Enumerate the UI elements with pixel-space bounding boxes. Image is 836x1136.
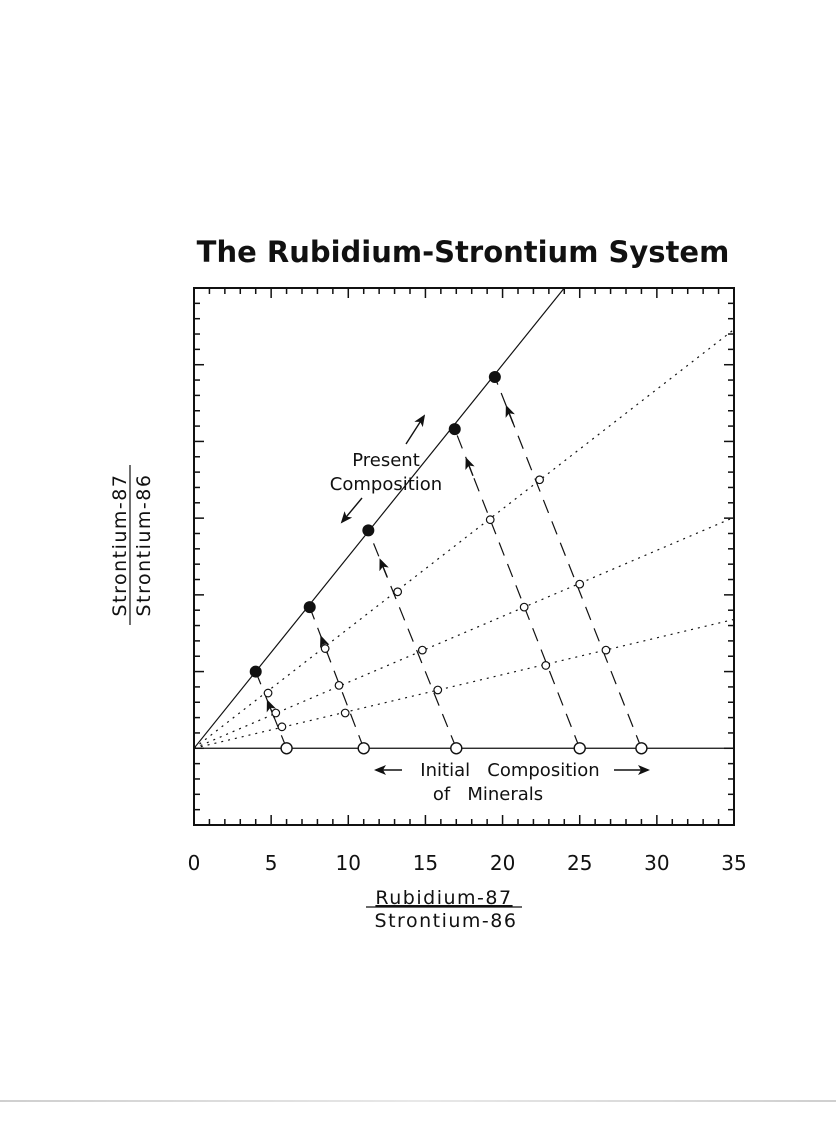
arrow-down-left [340,497,363,524]
x-axis-numerator: Rubidium-87 [375,887,512,909]
initial-composition-point [357,742,370,755]
evolution-path [255,671,288,749]
x-tick-labels: 0 5 10 15 20 25 30 35 [188,851,747,875]
isochron-line [194,328,734,749]
y-axis-denominator: Strontium-86 [133,474,155,617]
x-tick-label: 0 [188,851,201,875]
isochron-line [194,288,566,749]
initial-label-line-1: Initial Composition [420,760,599,781]
isochron-line [194,516,734,749]
intermediate-composition-point [535,475,544,485]
present-composition-point [249,665,262,678]
x-axis-label: Rubidium-87 Strontium-86 [366,887,522,932]
intermediate-composition-point [393,587,403,597]
evolution-path [454,428,581,749]
isochron-lines [194,288,734,749]
intermediate-composition-point [417,645,427,655]
axis-ticks [193,287,735,826]
arrow-up-right [405,414,426,445]
evolution-arrow [465,457,475,476]
x-tick-label: 20 [490,851,515,875]
intermediate-composition-point [601,645,611,655]
x-tick-label: 25 [567,851,592,875]
intermediate-composition-point [277,722,287,732]
intermediate-composition-point [271,708,281,718]
present-composition-point [303,601,316,614]
intermediate-composition-point [263,688,273,698]
y-axis-numerator: Strontium-87 [109,474,131,617]
x-tick-label: 15 [413,851,438,875]
intermediate-composition-point [485,515,495,525]
intermediate-composition-point [519,602,529,612]
present-label-line-1: Present [352,450,420,471]
evolution-path [494,376,642,749]
y-axis-label: Strontium-87 Strontium-86 [109,465,155,625]
x-tick-label: 10 [336,851,361,875]
initial-composition-annotation: Initial Composition of Minerals [374,760,650,805]
evolution-path [309,606,365,749]
isochron-line [194,618,734,749]
plot-frame [193,287,735,826]
present-label-line-2: Composition [330,474,442,495]
intermediate-composition-point [320,644,330,653]
intermediate-composition-point [433,685,443,695]
intermediate-composition-point [334,680,344,690]
intermediate-composition-point [575,579,585,589]
initial-composition-point [635,742,648,755]
x-tick-label: 5 [265,851,278,875]
data-points [249,370,648,755]
x-axis-denominator: Strontium-86 [375,910,518,932]
x-tick-label: 35 [721,851,746,875]
present-composition-point [488,370,501,383]
initial-composition-point [573,742,586,755]
initial-composition-point [450,742,463,755]
present-composition-annotation: Present Composition [330,414,442,524]
present-composition-point [448,423,461,436]
initial-label-line-2: of Minerals [433,784,543,805]
present-composition-point [362,524,375,537]
intermediate-composition-point [541,661,551,670]
x-tick-label: 30 [644,851,669,875]
scan-edge-line [0,1100,836,1102]
intermediate-composition-point [340,708,350,718]
chart-title: The Rubidium-Strontium System [197,235,730,269]
initial-composition-point [280,742,293,755]
evolution-arrow [379,558,389,578]
evolution-arrow [505,404,515,424]
